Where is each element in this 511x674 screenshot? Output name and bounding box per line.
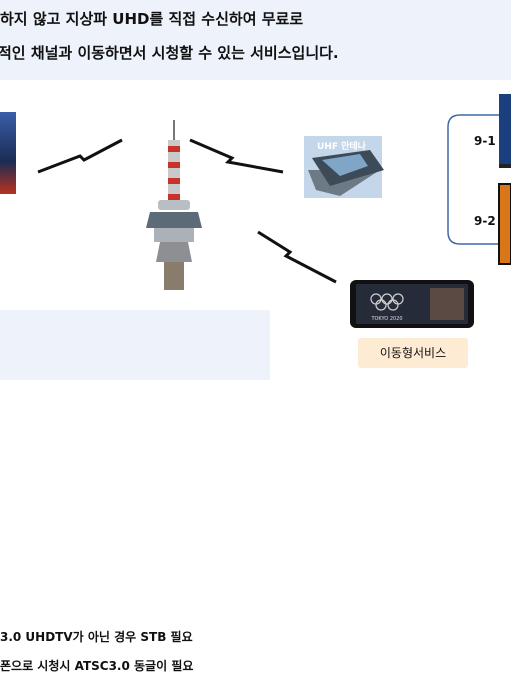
broadcast-diagram: TOKYO 2020 [37,94,511,328]
mobile-service-label: 이동형서비스 [379,346,447,360]
top-banner: 하지 않고 지상파 UHD를 직접 수신하여 무료로 적인 채널과 이동하면서 … [0,0,511,80]
banner-line-1: 하지 않고 지상파 UHD를 직접 수신하여 무료로 [0,10,304,28]
channel-label-9-1: 9-1 [474,134,496,148]
note-stb: 3.0 UHDTV가 아닌 경우 STB 필요 [0,630,193,644]
broadcast-tower-icon [146,120,202,290]
tv-screen-9-1 [499,94,511,164]
signal-bolt-right [189,138,284,174]
banner-line-2: 적인 채널과 이동하면서 시청할 수 있는 서비스입니다. [0,44,339,62]
signal-bolt-left [37,138,123,174]
mobile-phone-icon: TOKYO 2020 [350,280,474,328]
mobile-service-box: 이동형서비스 [358,338,468,368]
uhf-antenna-label: UHF 안테나 [317,142,366,152]
channel-label-9-2: 9-2 [474,214,496,228]
tv-screen-9-2 [499,184,511,264]
signal-bolt-mobile [257,230,337,284]
mobile-screen-text: TOKYO 2020 [370,316,402,322]
uhf-antenna-icon [304,136,384,198]
left-tv-image [0,112,16,194]
channel-bracket [447,114,500,245]
requirements-box: 3.0 UHDTV가 아닌 경우 STB 필요 폰으로 시청시 ATSC3.0 … [0,310,270,673]
note-dongle: 폰으로 시청시 ATSC3.0 동글이 필요 [0,659,194,673]
